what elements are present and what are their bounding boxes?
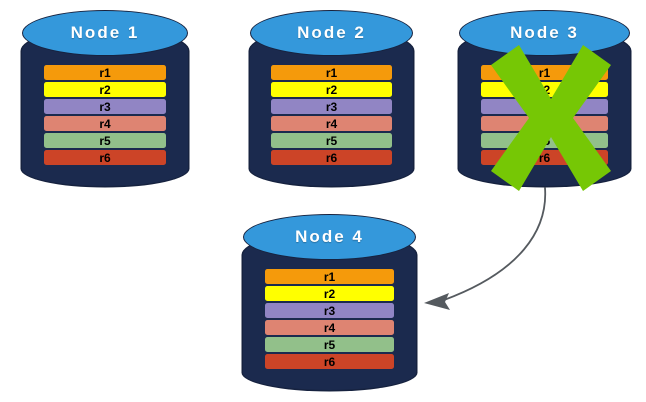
node-4-cylinder-top: Node 4 [243, 214, 416, 260]
node-4-row-r6[interactable]: r6 [265, 354, 394, 369]
row-label: r3 [325, 99, 338, 114]
node-3-row-r1[interactable]: r1 [481, 65, 608, 80]
node-3-row-r5[interactable]: r5 [481, 133, 608, 148]
node-3-row-r2[interactable]: r2 [481, 82, 608, 97]
node-1-title: Node 1 [70, 23, 140, 42]
row-label: r5 [99, 133, 111, 148]
node-3[interactable]: Node 3 r1 r2 r3 r4 r5 r6 [459, 5, 630, 191]
row-label: r4 [99, 116, 111, 131]
node-4-row-r5[interactable]: r5 [265, 337, 394, 352]
node-2-row-r2[interactable]: r2 [271, 82, 392, 97]
row-label: r4 [538, 116, 551, 131]
node-1-row-r3[interactable]: r3 [43, 99, 167, 114]
node-4-row-r3[interactable]: r3 [265, 303, 394, 318]
node-2-row-r3[interactable]: r3 [271, 99, 392, 114]
node-2-title: Node 2 [297, 23, 366, 42]
node-3-cylinder-top: Node 3 [459, 10, 630, 56]
node-3-title: Node 3 [510, 23, 579, 42]
row-label: r3 [323, 303, 336, 318]
node-2-cylinder-top: Node 2 [250, 10, 413, 56]
node-2-row-r1[interactable]: r1 [271, 65, 392, 80]
row-label: r2 [325, 82, 338, 97]
row-label: r5 [325, 133, 338, 148]
node-1-cylinder-top: Node 1 [22, 10, 188, 56]
row-label: r1 [323, 269, 336, 284]
node-4-row-r1[interactable]: r1 [265, 269, 394, 284]
row-label: r1 [325, 65, 338, 80]
row-label: r2 [323, 286, 336, 301]
node-4-title: Node 4 [295, 227, 364, 246]
node-1-row-r1[interactable]: r1 [43, 65, 167, 80]
row-label: r6 [323, 354, 336, 369]
row-label: r2 [99, 82, 111, 97]
node-1[interactable]: Node 1 r1 r2 r3 r4 r5 r6 [22, 5, 188, 190]
node-2-row-r5[interactable]: r5 [271, 133, 392, 148]
row-label: r6 [538, 150, 551, 165]
row-label: r4 [325, 116, 338, 131]
node-2[interactable]: Node 2 r1 r2 r3 r4 r5 r6 [250, 5, 413, 190]
node-4-row-r4[interactable]: r4 [265, 320, 394, 335]
node-1-row-r4[interactable]: r4 [43, 116, 167, 131]
row-label: r4 [323, 320, 336, 335]
node-1-row-r5[interactable]: r5 [43, 133, 167, 148]
node-3-row-r6[interactable]: r6 [481, 150, 608, 165]
node-2-row-r4[interactable]: r4 [271, 116, 392, 131]
row-label: r5 [323, 337, 336, 352]
node-4-row-stack: r1 r2 r3 r4 r5 r6 [243, 269, 416, 369]
node-4[interactable]: Node 4 r1 r2 r3 r4 r5 r6 [243, 209, 416, 394]
node-3-row-r4[interactable]: r4 [481, 116, 608, 131]
row-label: r3 [538, 99, 551, 114]
row-label: r3 [99, 99, 111, 114]
node-2-row-r6[interactable]: r6 [271, 150, 392, 165]
node-1-row-r6[interactable]: r6 [43, 150, 167, 165]
row-label: r6 [325, 150, 338, 165]
node-3-row-stack: r1 r2 r3 r4 r5 r6 [459, 65, 630, 165]
node-4-row-r2[interactable]: r2 [265, 286, 394, 301]
row-label: r1 [99, 65, 111, 80]
node-1-row-r2[interactable]: r2 [43, 82, 167, 97]
row-label: r1 [538, 65, 551, 80]
node-1-row-stack: r1 r2 r3 r4 r5 r6 [22, 65, 188, 165]
row-label: r2 [538, 82, 551, 97]
row-label: r6 [99, 150, 111, 165]
node-2-row-stack: r1 r2 r3 r4 r5 r6 [250, 65, 413, 165]
row-label: r5 [538, 133, 551, 148]
node-3-row-r3[interactable]: r3 [481, 99, 608, 114]
